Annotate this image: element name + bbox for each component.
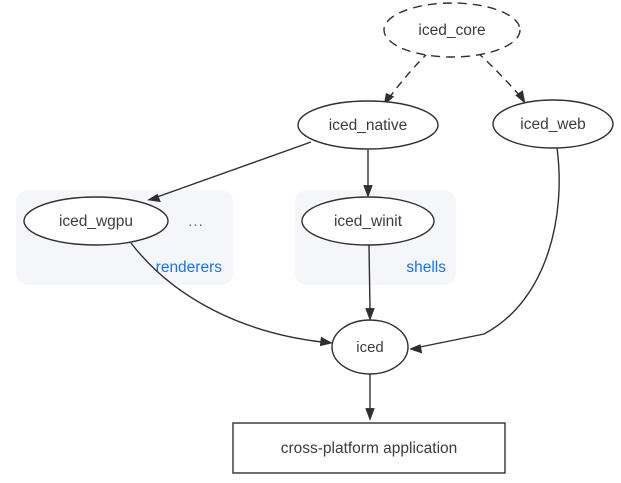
node-cross-platform-application-label: cross-platform application xyxy=(281,440,458,457)
edge-iced-core-to-iced-web-line xyxy=(476,51,521,97)
edge-iced-core-to-iced-web-arrowhead xyxy=(515,90,526,104)
edge-iced-web-to-iced xyxy=(409,147,560,354)
cluster-shells-label: shells xyxy=(406,259,446,276)
edge-iced-core-to-iced-web xyxy=(476,51,526,104)
node-iced-winit[interactable]: iced_winit xyxy=(301,196,435,246)
edge-iced-native-to-iced-wgpu-line xyxy=(156,141,312,198)
cluster-renderers-label: renderers xyxy=(156,259,223,276)
edge-iced-wgpu-to-iced xyxy=(130,242,333,347)
node-iced-wgpu-label: iced_wgpu xyxy=(59,213,133,230)
node-iced-wgpu-ellipse[interactable] xyxy=(23,196,169,246)
node-iced-winit-ellipse[interactable] xyxy=(301,196,435,246)
edge-iced-to-application-arrowhead xyxy=(365,408,375,421)
node-iced-ellipse[interactable] xyxy=(331,319,409,375)
edge-iced-core-to-iced-native-line xyxy=(388,51,430,99)
node-iced-web-label: iced_web xyxy=(520,116,586,133)
node-iced-wgpu[interactable]: iced_wgpu xyxy=(23,196,169,246)
node-iced-winit-label: iced_winit xyxy=(334,213,403,230)
edge-iced-winit-to-iced xyxy=(365,244,375,321)
node-iced-core-label: iced_core xyxy=(418,22,485,39)
node-cross-platform-application-rect[interactable] xyxy=(232,422,506,474)
edge-iced-web-to-iced-line xyxy=(419,147,560,348)
node-iced-native-ellipse[interactable] xyxy=(297,100,439,150)
cluster-renderers-ellipsis: ... xyxy=(188,213,204,230)
edge-iced-native-to-iced-wgpu-arrowhead xyxy=(147,193,161,203)
edge-iced-native-to-iced-winit-arrowhead xyxy=(363,185,373,198)
edge-iced-native-to-iced-wgpu xyxy=(147,141,312,203)
node-iced-native-label: iced_native xyxy=(329,117,407,134)
node-iced-core[interactable]: iced_core xyxy=(383,2,521,58)
edge-iced-to-application xyxy=(365,374,375,421)
edge-iced-winit-to-iced-line xyxy=(368,244,371,311)
edge-iced-wgpu-to-iced-line xyxy=(130,242,323,343)
node-iced-native[interactable]: iced_native xyxy=(297,100,439,150)
edge-iced-native-to-iced-winit xyxy=(363,150,373,198)
edge-iced-wgpu-to-iced-arrowhead xyxy=(319,336,333,347)
node-iced-label: iced xyxy=(356,339,384,356)
node-iced-core-ellipse[interactable] xyxy=(383,2,521,58)
node-iced-web[interactable]: iced_web xyxy=(492,99,614,149)
node-iced[interactable]: iced xyxy=(331,319,409,375)
edge-iced-core-to-iced-native xyxy=(383,51,430,106)
node-cross-platform-application[interactable]: cross-platform application xyxy=(232,422,506,474)
edge-iced-web-to-iced-arrowhead xyxy=(409,344,423,354)
edge-iced-winit-to-iced-arrowhead xyxy=(365,308,375,321)
node-iced-web-ellipse[interactable] xyxy=(492,99,614,149)
